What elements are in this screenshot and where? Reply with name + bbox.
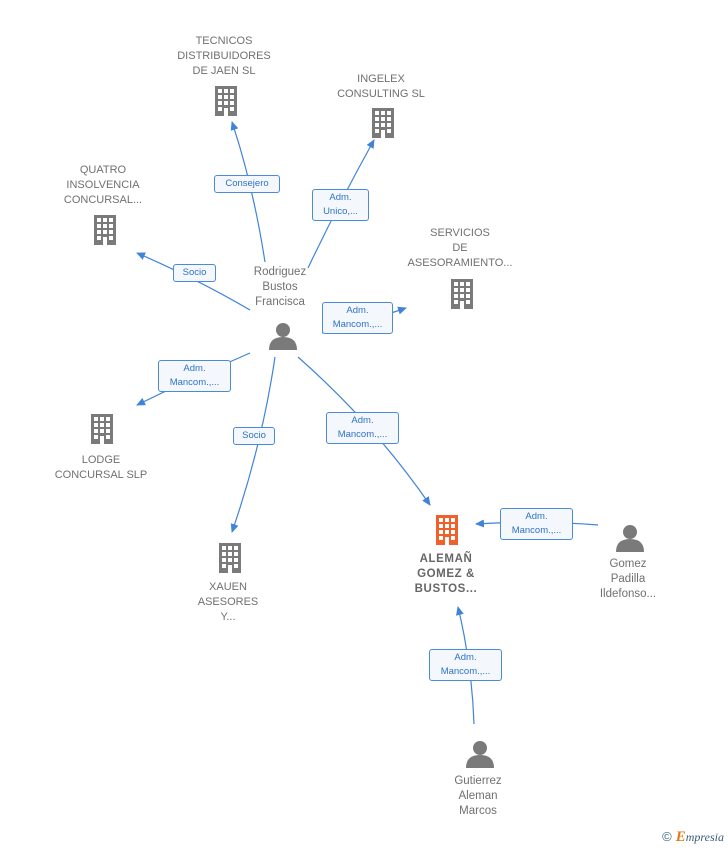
label-line: CONSULTING SL (337, 88, 425, 100)
label-line: QUATRO (79, 164, 127, 176)
label-line: XAUEN (209, 581, 247, 593)
label-line: Y... (220, 611, 236, 623)
label-line: GOMEZ & (417, 568, 475, 580)
building-icon-tecnicos[interactable] (215, 86, 237, 116)
edge-label-line: Socio (182, 267, 207, 278)
edge-label-line: Mancom.,... (511, 525, 562, 536)
edge-label-line: Socio (242, 430, 266, 441)
edge-label-line: Adm. (183, 363, 206, 374)
label-line: INGELEX (357, 73, 405, 85)
building-icon-aleman[interactable] (436, 515, 458, 545)
edge-label-adm-servicios[interactable]: Adm. Mancom.,... (322, 302, 393, 334)
label-line: Rodriguez (253, 266, 307, 278)
label-line: TECNICOS (195, 35, 253, 47)
edge-label-consejero[interactable]: Consejero (214, 175, 280, 193)
person-label-gomez[interactable]: Gomez Padilla Ildefonso... (578, 557, 678, 602)
edge-label-line: Unico,... (323, 206, 358, 217)
edge-label-line: Adm. (329, 192, 352, 203)
edge-label-line: Mancom.,... (169, 377, 220, 388)
brand-initial: E (675, 829, 686, 845)
edge-label-line: Adm. (351, 415, 374, 426)
person-icon-rodriguez[interactable] (269, 323, 297, 350)
label-line: DE JAEN SL (192, 65, 256, 77)
building-icon-quatro[interactable] (94, 215, 116, 245)
edge-label-adm-aleman[interactable]: Adm. Mancom.,... (326, 412, 399, 444)
person-icon-gutierrez[interactable] (466, 741, 494, 768)
label-line: Marcos (459, 805, 497, 817)
edge-label-adm-gomez[interactable]: Adm. Mancom.,... (500, 508, 573, 540)
person-icon-gomez[interactable] (616, 525, 644, 552)
label-line: Padilla (610, 573, 646, 585)
building-icon-xauen[interactable] (219, 543, 241, 573)
label-line: DE (452, 242, 468, 254)
label-line: Aleman (458, 790, 498, 802)
label-line: DISTRIBUIDORES (177, 50, 271, 62)
edge-label-line: Adm. (346, 305, 369, 316)
label-line: INSOLVENCIA (66, 179, 140, 191)
edge-label-line: Adm. (525, 511, 548, 522)
label-line: ASESORAMIENTO... (407, 257, 513, 269)
company-label-lodge[interactable]: LODGE CONCURSAL SLP (31, 453, 171, 483)
edge-label-line: Consejero (225, 178, 269, 189)
edge-label-adm-lodge[interactable]: Adm. Mancom.,... (158, 360, 231, 392)
label-line: ALEMAÑ (419, 553, 473, 565)
edge-label-adm-unico[interactable]: Adm. Unico,... (312, 189, 369, 221)
copyright-icon: © (662, 829, 672, 844)
edge-label-adm-gutierrez[interactable]: Adm. Mancom.,... (429, 649, 502, 681)
label-line: CONCURSAL... (63, 194, 143, 206)
brand-name: mpresia (685, 830, 724, 844)
building-icon-lodge[interactable] (91, 414, 113, 444)
label-line: SERVICIOS (430, 227, 490, 239)
person-label-gutierrez[interactable]: Gutierrez Aleman Marcos (428, 774, 528, 819)
company-label-servicios[interactable]: SERVICIOS DE ASESORAMIENTO... (390, 226, 530, 271)
company-label-xauen[interactable]: XAUEN ASESORES Y... (158, 580, 298, 625)
label-line: Gomez (609, 558, 647, 570)
building-icon-ingelex[interactable] (372, 108, 394, 138)
edge-label-socio-xauen[interactable]: Socio (233, 427, 275, 445)
building-icon-servicios[interactable] (451, 279, 473, 309)
person-label-rodriguez[interactable]: Rodriguez Bustos Francisca (220, 265, 340, 310)
company-label-aleman[interactable]: ALEMAÑ GOMEZ & BUSTOS... (376, 552, 516, 597)
edge-label-line: Mancom.,... (440, 666, 491, 677)
edge-label-socio-quatro[interactable]: Socio (173, 264, 216, 282)
empresia-watermark: ©Empresia (662, 829, 724, 846)
company-label-ingelex[interactable]: INGELEX CONSULTING SL (311, 72, 451, 102)
company-label-quatro[interactable]: QUATRO INSOLVENCIA CONCURSAL... (33, 163, 173, 208)
edge-label-line: Mancom.,... (332, 319, 383, 330)
label-line: Bustos (262, 281, 298, 293)
edge-label-line: Mancom.,... (337, 429, 388, 440)
label-line: ASESORES (197, 596, 259, 608)
label-line: Francisca (255, 296, 305, 308)
label-line: CONCURSAL SLP (54, 469, 148, 481)
label-line: LODGE (81, 454, 121, 466)
label-line: BUSTOS... (414, 583, 478, 595)
company-label-tecnicos[interactable]: TECNICOS DISTRIBUIDORES DE JAEN SL (154, 34, 294, 79)
label-line: Ildefonso... (599, 588, 657, 600)
label-line: Gutierrez (454, 775, 502, 787)
edge-label-line: Adm. (454, 652, 477, 663)
